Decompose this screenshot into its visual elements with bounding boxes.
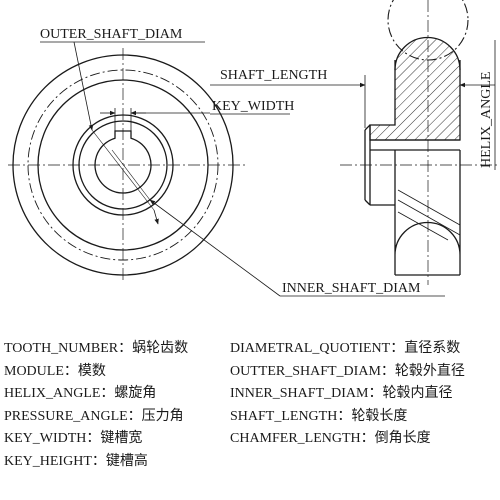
- worm-outline: [340, 0, 498, 285]
- legend-item: CHAMFER_LENGTH：倒角长度: [230, 431, 431, 446]
- shaft-length-label: SHAFT_LENGTH: [220, 68, 327, 83]
- helix-angle-label: HELIX_ANGLE: [479, 72, 494, 168]
- front-view: [8, 48, 245, 282]
- outer-shaft-diam-leader: [40, 41, 205, 225]
- inner-shaft-diam-leader: [111, 149, 445, 297]
- legend-item: KEY_WIDTH：键槽宽: [4, 431, 143, 446]
- legend-item: PRESSURE_ANGLE：压力角: [4, 408, 184, 424]
- legend-right: DIAMETRAL_QUOTIENT：直径系数 OUTTER_SHAFT_DIA…: [230, 338, 465, 451]
- shaft-length-dimension: [210, 75, 495, 128]
- rim-section-hatched: [369, 36, 461, 141]
- bore-with-keyway: [94, 130, 152, 194]
- key-width-label: KEY_WIDTH: [212, 99, 294, 114]
- outer-shaft-diam-label: OUTER_SHAFT_DIAM: [40, 27, 183, 42]
- legend-left: TOOTH_NUMBER：蜗轮齿数 MODULE：模数 HELIX_ANGLE：…: [4, 338, 188, 473]
- legend-item: KEY_HEIGHT：键槽高: [4, 453, 148, 469]
- worm-gear-drawing: KEY_WIDTH OUTER_SHAFT_DIAM INNER_SHAFT_D…: [8, 0, 498, 297]
- inner-shaft-diam-label: INNER_SHAFT_DIAM: [282, 281, 421, 296]
- rim-lower-outline: [394, 150, 461, 256]
- legend-item: MODULE：模数: [4, 363, 106, 379]
- key-width-dimension: [100, 108, 210, 131]
- section-view: [364, 36, 461, 276]
- legend-item: TOOTH_NUMBER：蜗轮齿数: [4, 341, 189, 356]
- legend-item: HELIX_ANGLE：螺旋角: [4, 386, 157, 401]
- legend-item: SHAFT_LENGTH：轮毂长度: [230, 408, 408, 424]
- legend-item: DIAMETRAL_QUOTIENT：直径系数: [230, 341, 461, 356]
- legend-item: INNER_SHAFT_DIAM：轮毂内直径: [230, 386, 453, 401]
- legend-item: OUTTER_SHAFT_DIAM：轮毂外直径: [230, 363, 465, 379]
